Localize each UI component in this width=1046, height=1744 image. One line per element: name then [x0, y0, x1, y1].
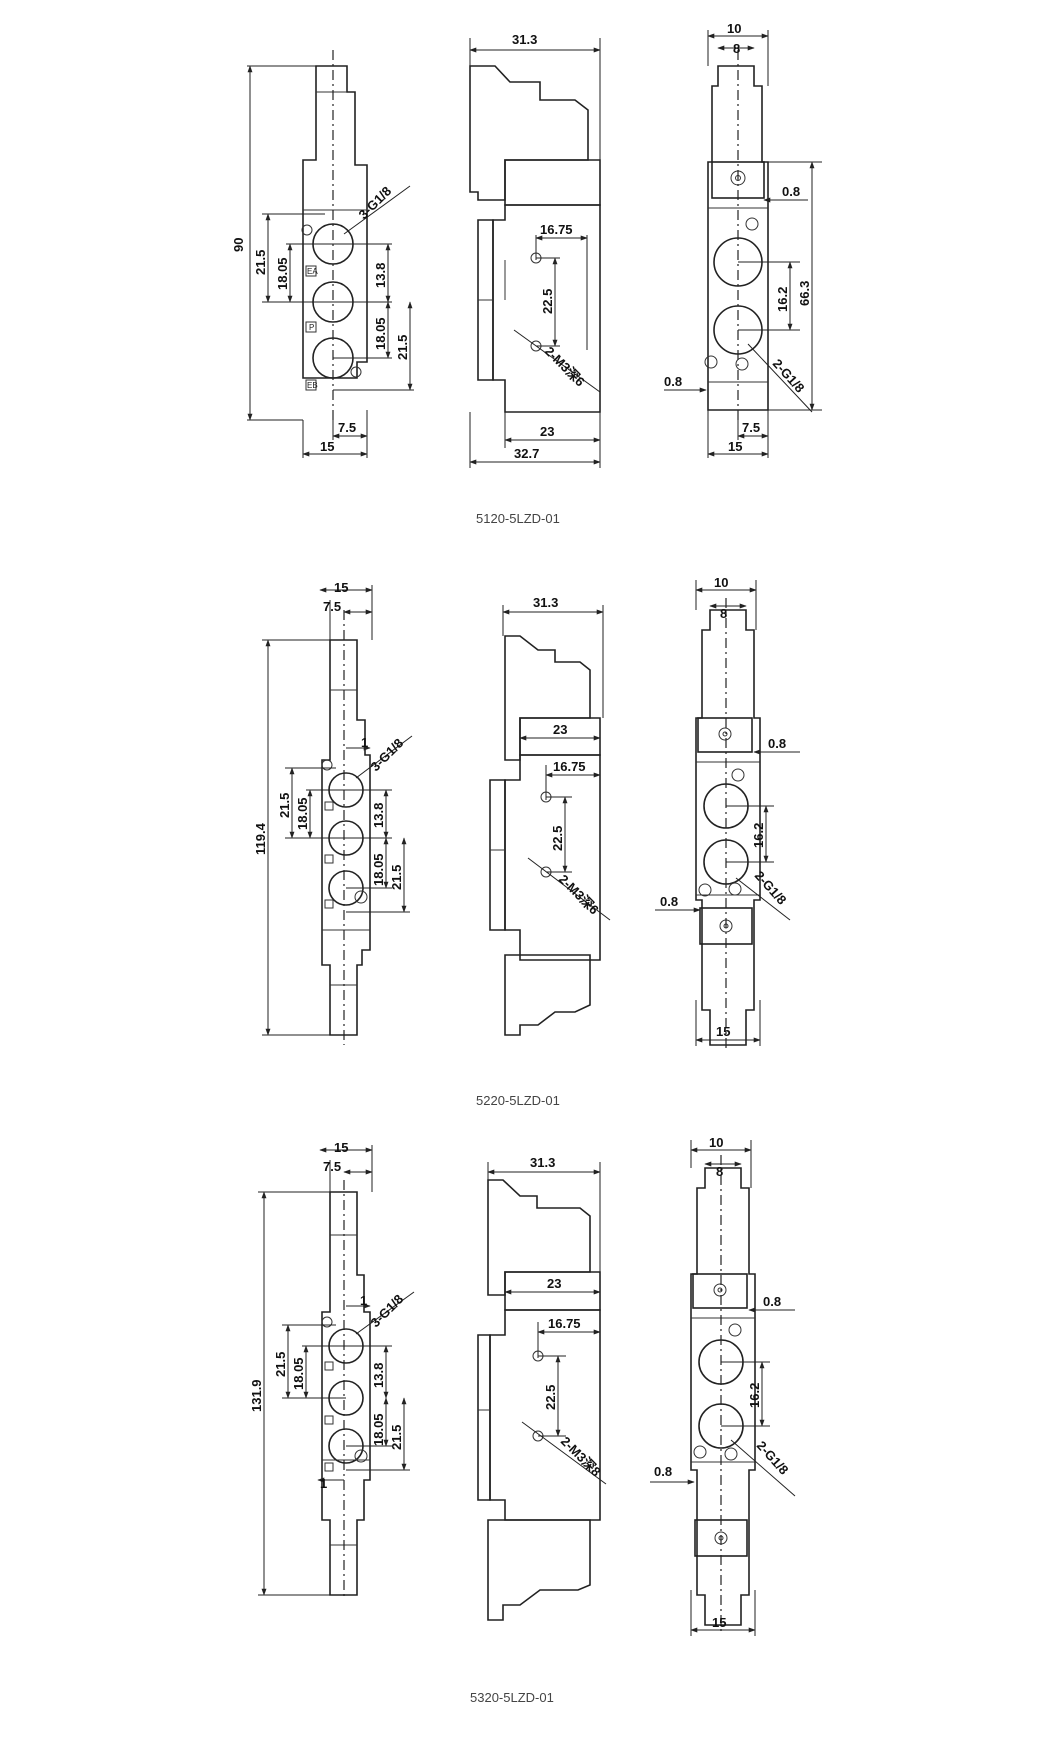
port-mark-eb-label: EB: [307, 381, 318, 390]
side-thread-callout: 2-M3深6: [556, 872, 602, 918]
side-view: 31.3 23 16.75 22.5 2-M3深6: [489, 595, 611, 1036]
drawing-5120: EA P EB 90 21.5 18.05 13.8 18.05 21.5: [231, 21, 822, 526]
side-base-width: 23: [540, 424, 554, 439]
front-body-width: 15: [320, 439, 334, 454]
front-port-spacing-upper: 13.8: [371, 803, 386, 828]
side-top-width: 31.3: [533, 595, 558, 610]
end-inner-width: 8: [716, 1164, 723, 1179]
front-port-spacing-inner: 18.05: [275, 257, 290, 290]
caption-5320: 5320-5LZD-01: [470, 1690, 554, 1705]
front-half-width: 7.5: [323, 599, 341, 614]
end-gap-lower: 0.8: [664, 374, 682, 389]
front-offset-top: 1: [360, 1293, 367, 1308]
front-port-spacing-outer: 21.5: [253, 250, 268, 275]
front-offset-bottom: 1: [320, 1476, 327, 1491]
front-overall-height: 90: [231, 238, 246, 252]
end-body-width: 15: [716, 1024, 730, 1039]
front-port-spacing-inner: 18.05: [295, 797, 310, 830]
end-overall-height: 66.3: [797, 281, 812, 306]
end-gap-upper: 0.8: [782, 184, 800, 199]
drawing-5220: 15 7.5 119.4 21.5 18.05 13.8 18.05 21.5: [253, 575, 800, 1108]
front-port-spacing-lower-outer: 21.5: [389, 1425, 404, 1450]
front-view: 15 7.5 119.4 21.5 18.05 13.8 18.05 21.5: [253, 580, 413, 1045]
end-body-width: 15: [728, 439, 742, 454]
port-mark-p: [305, 321, 317, 333]
end-port-spacing: 16.2: [751, 823, 766, 848]
side-view: 31.3 23 16.75 22.5 2-M3深8: [477, 1155, 607, 1621]
side-top-width: 31.3: [512, 32, 537, 47]
end-port-callout: 2-G1/8: [752, 868, 790, 908]
end-gap-lower: 0.8: [654, 1464, 672, 1479]
front-port-callout: 3-G1/8: [368, 735, 407, 774]
side-overall-width: 32.7: [514, 446, 539, 461]
front-body-width: 15: [334, 1140, 348, 1155]
end-gap-lower: 0.8: [660, 894, 678, 909]
front-port-spacing-outer: 21.5: [273, 1352, 288, 1377]
end-half-width: 7.5: [742, 420, 760, 435]
front-port-spacing-lower-inner: 18.05: [371, 853, 386, 886]
front-port-spacing-lower-outer: 21.5: [395, 335, 410, 360]
end-gap-upper: 0.8: [763, 1294, 781, 1309]
front-port-spacing-outer: 21.5: [277, 793, 292, 818]
end-view: 10 8 0.8 16.2 66.3 2-G1/8 0.8 7.5 15: [664, 21, 822, 458]
front-half-width: 7.5: [338, 420, 356, 435]
side-hole-spacing: 22.5: [540, 289, 555, 314]
front-port-spacing-upper: 13.8: [371, 1363, 386, 1388]
front-overall-height: 131.9: [249, 1379, 264, 1412]
side-hole-spacing: 22.5: [550, 826, 565, 851]
mount-hole-lower: [350, 366, 362, 378]
mount-hole-upper: [301, 224, 313, 236]
end-inner-width: 8: [733, 41, 740, 56]
side-hole-offset: 16.75: [548, 1316, 581, 1331]
end-top-width: 10: [709, 1135, 723, 1150]
end-view: 10 8 0.8 16.2 2-G1/8 0.8 15: [650, 1135, 796, 1636]
front-port-spacing-inner: 18.05: [291, 1357, 306, 1390]
end-port-spacing: 16.2: [775, 287, 790, 312]
side-base-width: 23: [547, 1276, 561, 1291]
end-port-callout: 2-G1/8: [754, 1438, 792, 1478]
caption-5120: 5120-5LZD-01: [476, 511, 560, 526]
drawing-5320: 15 7.5 131.9 21.5 18.05 13.8 18.05 21.5: [249, 1135, 796, 1705]
front-view: EA P EB 90 21.5 18.05 13.8 18.05 21.5: [231, 50, 414, 458]
side-base-width: 23: [553, 722, 567, 737]
side-top-width: 31.3: [530, 1155, 555, 1170]
front-port-spacing-upper: 13.8: [373, 263, 388, 288]
port-mark-eb: [305, 379, 317, 391]
front-half-width: 7.5: [323, 1159, 341, 1174]
front-port-callout: 3-G1/8: [356, 183, 395, 222]
front-port-spacing-lower-inner: 18.05: [373, 317, 388, 350]
end-gap-upper: 0.8: [768, 736, 786, 751]
front-port-callout: 3-G1/8: [368, 1291, 407, 1330]
front-port-spacing-lower-outer: 21.5: [389, 865, 404, 890]
side-thread-callout: 2-M3深8: [558, 1434, 604, 1480]
end-top-width: 10: [727, 21, 741, 36]
side-hole-offset: 16.75: [540, 222, 573, 237]
end-view: 10 8 0.8 16.2 2-G1/8 0.8 15: [655, 575, 800, 1050]
end-port-spacing: 16.2: [747, 1383, 762, 1408]
end-top-width: 10: [714, 575, 728, 590]
end-inner-width: 8: [720, 606, 727, 621]
front-overall-height: 119.4: [253, 822, 268, 855]
end-body-width: 15: [712, 1615, 726, 1630]
front-port-spacing-lower-inner: 18.05: [371, 1413, 386, 1446]
side-view: 31.3 16.75 22.5 2-M3深6 23 32.7: [469, 32, 601, 468]
caption-5220: 5220-5LZD-01: [476, 1093, 560, 1108]
end-port-callout: 2-G1/8: [770, 356, 808, 396]
side-hole-offset: 16.75: [553, 759, 586, 774]
port-mark-ea: [305, 265, 317, 277]
front-body-width: 15: [334, 580, 348, 595]
front-view: 15 7.5 131.9 21.5 18.05 13.8 18.05 21.5: [249, 1140, 415, 1600]
front-offset: 1: [361, 735, 368, 750]
side-hole-spacing: 22.5: [543, 1385, 558, 1410]
port-mark-p-label: P: [309, 323, 314, 332]
port-mark-ea-label: EA: [307, 267, 318, 276]
side-thread-callout: 2-M3深6: [542, 344, 588, 390]
